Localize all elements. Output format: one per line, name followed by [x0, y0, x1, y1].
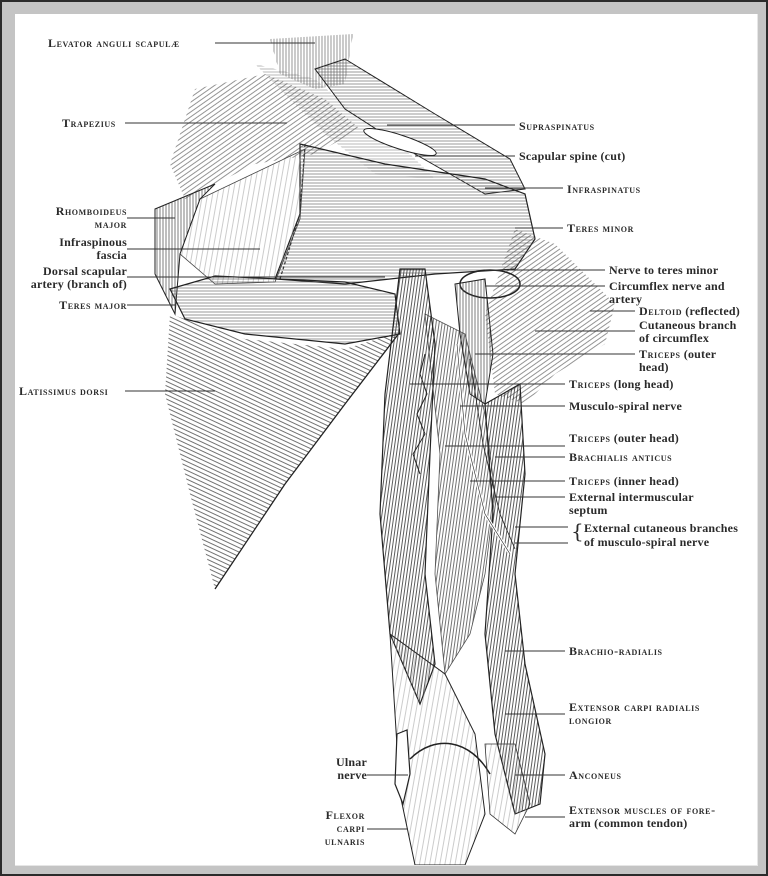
label-dorsal-scapular-line1: Dorsal scapular — [43, 264, 127, 278]
label-circumflex-line1: Circumflex nerve and — [609, 279, 725, 293]
label-triceps-outer-head: Triceps (outer head) — [569, 432, 679, 445]
label-triceps-long-head: Triceps (long head) — [569, 378, 674, 391]
label-triceps-note: (long head) — [610, 377, 674, 391]
label-extensor-muscles-line1: Extensor muscles of fore- — [569, 803, 716, 817]
label-deltoid-note: (reflected) — [682, 304, 740, 318]
label-triceps-note: (outer — [680, 347, 717, 361]
label-rhomboideus-line2: major — [94, 217, 127, 231]
label-teres-minor: Teres minor — [567, 221, 634, 235]
label-flexor-carpi-ulnaris-line3: ulnaris — [324, 834, 365, 848]
label-flexor-carpi-ulnaris-line2: carpi — [336, 821, 365, 835]
label-triceps-note: (inner head) — [610, 474, 679, 488]
label-external-intermuscular-line2: septum — [569, 503, 608, 517]
label-extensor-muscles-line2: arm (common tendon) — [569, 816, 688, 830]
leader-lines — [125, 42, 635, 830]
label-external-intermuscular-line1: External intermuscular — [569, 490, 694, 504]
label-triceps-name: Triceps — [569, 377, 611, 391]
label-deltoid-reflected: Deltoid (reflected) — [639, 305, 740, 318]
label-brachio-radialis: Brachio-radialis — [569, 644, 663, 658]
label-supraspinatus: Supraspinatus — [519, 119, 595, 133]
label-triceps-name: Triceps — [569, 431, 611, 445]
label-external-cutaneous-line2: of musculo-spiral nerve — [584, 535, 710, 549]
label-triceps-name: Triceps — [569, 474, 611, 488]
label-anconeus: Anconeus — [569, 768, 622, 782]
illustration-plate: Levator anguli scapulæ Trapezius Rhomboi… — [15, 14, 758, 866]
label-flexor-carpi-ulnaris-line1: Flexor — [325, 808, 365, 822]
label-infraspinatus: Infraspinatus — [567, 182, 641, 196]
supraspinatus-muscle — [314, 58, 526, 195]
label-musculo-spiral-nerve: Musculo-spiral nerve — [569, 399, 682, 413]
label-deltoid-name: Deltoid — [639, 304, 683, 318]
label-scapular-spine: Scapular spine (cut) — [519, 149, 626, 163]
label-levator-anguli-scapulae: Levator anguli scapulæ — [48, 36, 180, 50]
label-cutaneous-branch-line2: of circumflex — [639, 331, 710, 345]
anatomy-illustration — [125, 34, 635, 865]
label-extensor-carpi-radialis-line2: longior — [569, 713, 612, 727]
label-latissimus-dorsi: Latissimus dorsi — [19, 384, 109, 398]
label-ulnar-nerve-line2: nerve — [337, 768, 367, 782]
label-triceps-outer-head-upper-line2: head) — [639, 360, 669, 374]
rhomboideus-muscle — [154, 183, 216, 316]
label-cutaneous-branch-line1: Cutaneous branch — [639, 318, 737, 332]
label-circumflex-line2: artery — [609, 292, 643, 306]
label-infraspinous-line1: Infraspinous — [59, 235, 127, 249]
label-dorsal-scapular-line2: artery (branch of) — [30, 277, 127, 291]
label-triceps-name: Triceps — [639, 347, 681, 361]
label-triceps-inner-head: Triceps (inner head) — [569, 475, 679, 488]
label-trapezius: Trapezius — [62, 116, 116, 130]
trapezius-muscle — [170, 64, 435, 199]
label-nerve-to-teres-minor: Nerve to teres minor — [609, 263, 719, 277]
label-triceps-note: (outer head) — [610, 431, 679, 445]
upper-arm-muscles — [379, 268, 546, 815]
label-brachialis-anticus: Brachialis anticus — [569, 450, 673, 464]
label-external-cutaneous-line1: External cutaneous branches — [584, 521, 739, 535]
label-infraspinous-line2: fascia — [96, 248, 127, 262]
label-teres-major: Teres major — [59, 298, 127, 312]
label-rhomboideus-line1: Rhomboideus — [55, 204, 127, 218]
label-extensor-carpi-radialis-line1: Extensor carpi radialis — [569, 700, 700, 714]
label-triceps-outer-head-upper: Triceps (outer — [639, 348, 716, 361]
latissimus-dorsi-muscle — [165, 314, 401, 590]
label-ulnar-nerve-line1: Ulnar — [336, 755, 367, 769]
brace-icon: { — [571, 519, 584, 543]
elbow-region — [389, 632, 531, 865]
